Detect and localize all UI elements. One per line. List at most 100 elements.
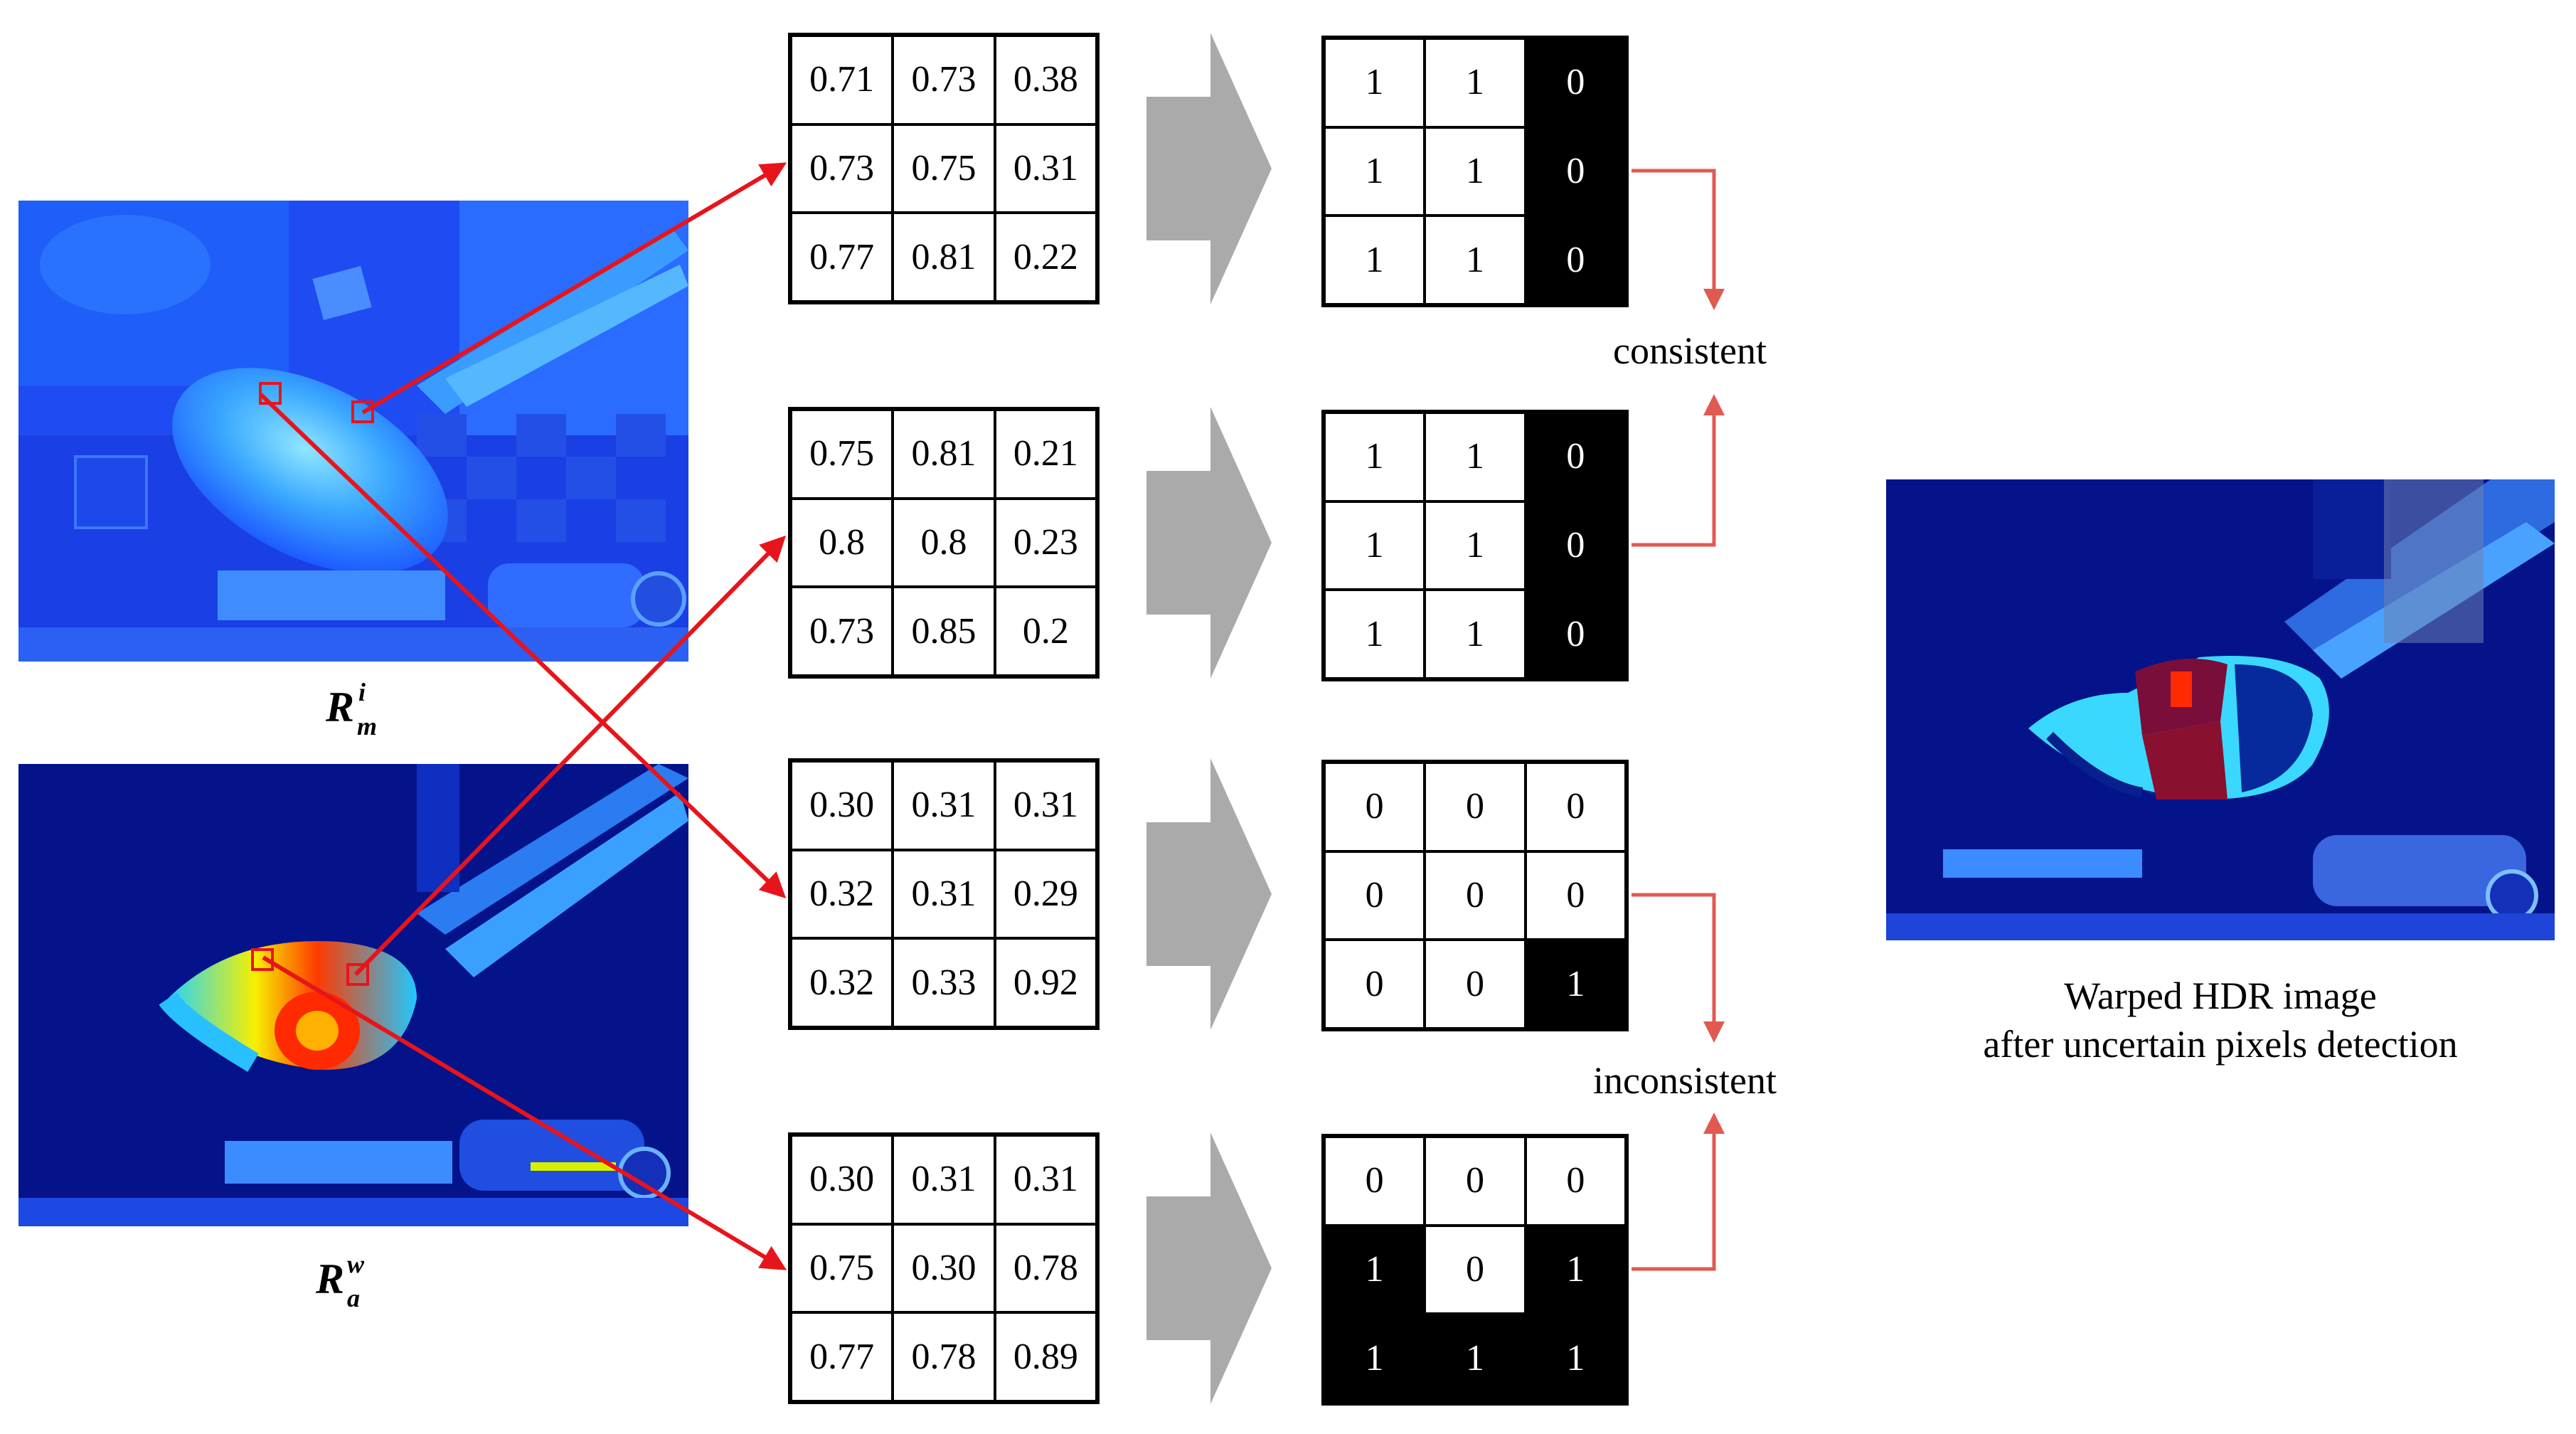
binary-cell: 0 <box>1324 1137 1425 1226</box>
consistency-bracket-arrow <box>1632 1112 1725 1271</box>
gray-chevron-arrow <box>1146 1132 1272 1404</box>
value-cell: 0.2 <box>994 587 1097 676</box>
value-cell: 0.23 <box>994 498 1097 588</box>
binary-cell: 1 <box>1324 127 1425 216</box>
value-cell: 0.77 <box>791 1312 893 1401</box>
binary-cell: 0 <box>1525 763 1626 851</box>
binary-cell: 0 <box>1425 763 1526 851</box>
value-cell: 0.81 <box>893 410 995 499</box>
binary-cell: 0 <box>1425 851 1526 940</box>
value-cell: 0.8 <box>893 498 995 588</box>
warped-heatmap-image <box>18 764 688 1226</box>
binary-cell: 1 <box>1425 216 1526 304</box>
binary-cell: 0 <box>1525 1137 1626 1226</box>
symbol-sup: i <box>358 678 366 706</box>
consistency-bracket-arrow <box>1632 893 1725 1043</box>
binary-cell: 1 <box>1324 1225 1425 1314</box>
binary-cell: 0 <box>1525 127 1626 216</box>
binary-cell: 0 <box>1525 413 1626 501</box>
binary-cell: 1 <box>1425 590 1526 679</box>
value-cell: 0.75 <box>893 124 995 213</box>
value-cell: 0.73 <box>893 36 995 124</box>
value-cell: 0.77 <box>791 213 893 302</box>
binary-cell: 0 <box>1425 1137 1526 1226</box>
binary-cell: 0 <box>1525 501 1626 590</box>
inconsistent-label: inconsistent <box>1593 1059 1777 1102</box>
warped-hdr-result-image <box>1886 479 2555 940</box>
value-cell: 0.75 <box>791 410 893 499</box>
symbol-sub: a <box>347 1284 361 1312</box>
value-cell: 0.21 <box>994 410 1097 499</box>
value-cell: 0.73 <box>791 587 893 676</box>
value-cell: 0.89 <box>994 1312 1097 1401</box>
symbol-base: R <box>316 1255 345 1302</box>
value-cell: 0.92 <box>994 938 1097 1027</box>
value-cell: 0.78 <box>994 1223 1097 1313</box>
binary-cell: 1 <box>1525 1225 1626 1314</box>
gray-chevron-arrow <box>1146 407 1272 679</box>
value-cell: 0.32 <box>791 938 893 1027</box>
value-cell: 0.31 <box>994 124 1097 213</box>
binary-cell: 1 <box>1324 216 1425 304</box>
binary-cell: 1 <box>1324 590 1425 679</box>
value-cell: 0.30 <box>893 1223 995 1313</box>
value-cell: 0.78 <box>893 1312 995 1401</box>
value-cell: 0.38 <box>994 36 1097 124</box>
binary-cell: 1 <box>1324 38 1425 127</box>
warped-image-caption: Warped HDR image after uncertain pixels … <box>1865 972 2576 1068</box>
reference-heatmap-image <box>18 201 688 662</box>
binary-cell: 1 <box>1324 413 1425 501</box>
value-cell: 0.30 <box>791 761 893 850</box>
value-cell: 0.75 <box>791 1223 893 1313</box>
value-cell: 0.85 <box>893 587 995 676</box>
gray-chevron-arrow <box>1146 33 1272 304</box>
value-cell: 0.8 <box>791 498 893 588</box>
binary-cell: 0 <box>1324 851 1425 940</box>
consistency-bracket-arrow <box>1632 394 1725 547</box>
binary-cell: 0 <box>1525 38 1626 127</box>
value-cell: 0.31 <box>893 761 995 850</box>
value-cell: 0.71 <box>791 36 893 124</box>
binary-cell: 1 <box>1425 38 1526 127</box>
value-cell: 0.81 <box>893 213 995 302</box>
binary-cell: 0 <box>1525 851 1626 940</box>
consistency-bracket-arrow <box>1632 169 1725 310</box>
symbol-sup: w <box>347 1250 365 1278</box>
binary-cell: 1 <box>1525 1314 1626 1403</box>
binary-cell: 1 <box>1425 127 1526 216</box>
value-cell: 0.22 <box>994 213 1097 302</box>
binary-cell: 0 <box>1525 590 1626 679</box>
value-cell: 0.31 <box>994 1135 1097 1224</box>
value-cell: 0.29 <box>994 849 1097 939</box>
value-cell: 0.33 <box>893 938 995 1027</box>
value-cell: 0.32 <box>791 849 893 939</box>
binary-cell: 1 <box>1425 1314 1526 1403</box>
binary-cell: 0 <box>1324 940 1425 1029</box>
symbol-base: R <box>326 684 355 731</box>
value-cell: 0.31 <box>893 1135 995 1224</box>
binary-cell: 0 <box>1324 763 1425 851</box>
binary-cell: 1 <box>1525 940 1626 1029</box>
value-cell: 0.30 <box>791 1135 893 1224</box>
binary-cell: 1 <box>1425 501 1526 590</box>
caption-line-1: Warped HDR image <box>2064 974 2377 1017</box>
binary-cell: 0 <box>1425 1225 1526 1314</box>
value-cell: 0.31 <box>994 761 1097 850</box>
process-chevrons <box>1146 33 1272 1404</box>
binary-cell: 1 <box>1324 501 1425 590</box>
value-cell: 0.73 <box>791 124 893 213</box>
binary-cell: 0 <box>1525 216 1626 304</box>
symbol-sub: m <box>357 712 378 740</box>
binary-cell: 1 <box>1324 1314 1425 1403</box>
